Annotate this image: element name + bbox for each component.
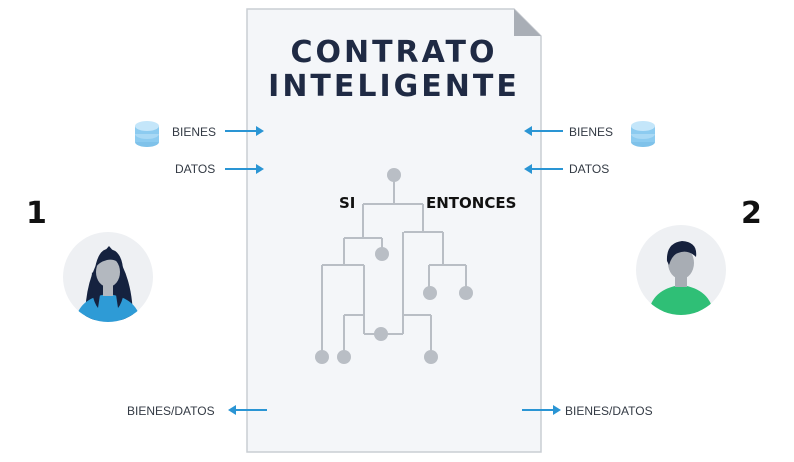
woman-avatar-icon [75, 246, 141, 322]
page-fold-icon [514, 9, 541, 36]
arrow-left-icon [524, 164, 563, 174]
party-1-number: 1 [26, 196, 47, 231]
coin-stack-icon [631, 121, 655, 147]
party-2-number: 2 [741, 196, 762, 231]
arrow-left-icon [524, 126, 563, 136]
right-input-goods-label: BIENES [569, 125, 614, 139]
document-title-line2: INTELIGENTE [268, 69, 520, 104]
arrow-right-icon [522, 405, 561, 415]
if-label: SI [339, 194, 356, 212]
right-input-data-label: DATOS [569, 162, 610, 176]
party-1-avatar [63, 232, 153, 322]
contract-document [246, 8, 542, 453]
man-avatar-icon [648, 241, 714, 315]
left-output-label: BIENES/DATOS [127, 404, 215, 418]
coin-stack-icon [135, 121, 159, 147]
arrow-left-icon [228, 405, 267, 415]
then-label: ENTONCES [426, 194, 517, 212]
arrow-right-icon [225, 126, 264, 136]
arrow-right-icon [225, 164, 264, 174]
decision-tree-icon [315, 168, 473, 364]
party-2-avatar [636, 225, 726, 315]
left-input-data-label: DATOS [175, 162, 216, 176]
left-input-goods-label: BIENES [172, 125, 217, 139]
right-output-label: BIENES/DATOS [565, 404, 653, 418]
document-title-line1: CONTRATO [290, 35, 498, 70]
